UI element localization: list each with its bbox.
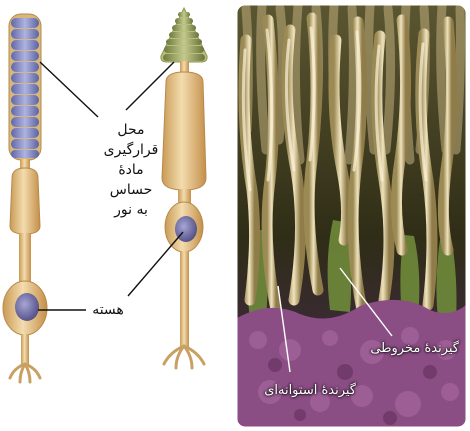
label-cone-receptor: گیرندهٔ مخروطی xyxy=(344,340,459,358)
rod-nucleus xyxy=(15,293,39,321)
leader-rod-discs xyxy=(40,62,98,117)
leader-cone-nucleus xyxy=(128,232,183,296)
label-photosensitive-line-1: محل قرارگیری xyxy=(95,120,167,160)
rod-cell-illustration xyxy=(3,14,47,382)
label-nucleus: هسته xyxy=(86,300,130,320)
cone-cell-illustration xyxy=(161,8,207,368)
label-photosensitive-line-3: به نور xyxy=(95,200,167,220)
label-photosensitive-line-2: مادهٔ حساس xyxy=(95,160,167,200)
label-photosensitive-location: محل قرارگیری مادهٔ حساس به نور xyxy=(95,120,167,220)
retina-photomicrograph xyxy=(237,5,466,427)
label-rod-receptor: گیرندهٔ استوانه‌ای xyxy=(244,382,356,400)
